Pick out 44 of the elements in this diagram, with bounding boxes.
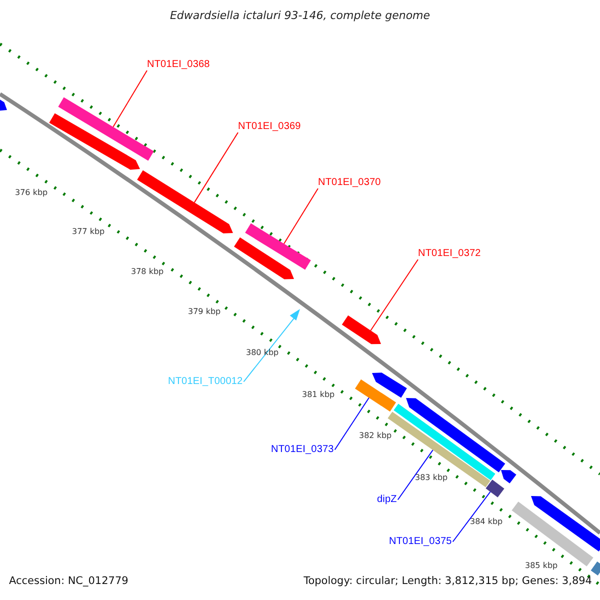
kbp-label: 382 kbp: [359, 431, 392, 440]
gene-label: NT01EI_T00012: [168, 376, 243, 388]
gene-block: [58, 97, 154, 161]
leader-line: [334, 397, 370, 450]
feature-triangle: [290, 309, 300, 320]
gene-block: [501, 470, 516, 484]
gene-label: NT01EI_0373: [271, 444, 334, 456]
gene-label: NT01EI_0372: [418, 248, 481, 260]
kbp-label: 384 kbp: [470, 517, 503, 526]
kbp-label: 381 kbp: [302, 390, 335, 400]
accession-text: Accession: NC_012779: [9, 575, 128, 588]
kbp-label: 379 kbp: [188, 307, 221, 316]
kbp-label: 385 kbp: [525, 561, 558, 570]
kbp-label: 378 kbp: [131, 267, 164, 276]
gene-block: [590, 562, 600, 576]
gene-block: [245, 223, 311, 270]
gene-block: [486, 480, 504, 498]
gene-label: dipZ: [377, 494, 397, 506]
gene-label: NT01EI_0375: [389, 536, 452, 548]
gene-block: [406, 398, 506, 472]
gene-label: NT01EI_0370: [318, 177, 381, 188]
leader-line: [397, 450, 434, 500]
kbp-label: 377 kbp: [72, 227, 105, 236]
leader-line: [194, 132, 238, 203]
gene-block: [342, 315, 381, 344]
leader-line: [112, 70, 148, 128]
gene-block: [49, 113, 140, 170]
genome-stats-text: Topology: circular; Length: 3,812,315 bp; Genes: 3,894: [304, 575, 592, 588]
gene-label: NT01EI_0369: [238, 121, 301, 132]
leader-line: [452, 491, 491, 542]
gene-block: [355, 379, 396, 412]
gene-block: [0, 98, 7, 111]
title: Edwardsiella ictaluri 93-146, complete genome: [168, 10, 432, 23]
kbp-label: 383 kbp: [415, 473, 448, 482]
gene-block: [531, 496, 600, 552]
kbp-label: 376 kbp: [15, 188, 48, 198]
leader-line: [283, 188, 318, 244]
gene-block: [394, 404, 496, 480]
leader-line: [370, 259, 418, 331]
leader-line: [243, 316, 296, 382]
gene-block: [234, 237, 294, 280]
gene-label: NT01EI_0368: [147, 59, 210, 70]
gene-block: [372, 372, 407, 398]
gene-block: [137, 170, 233, 234]
